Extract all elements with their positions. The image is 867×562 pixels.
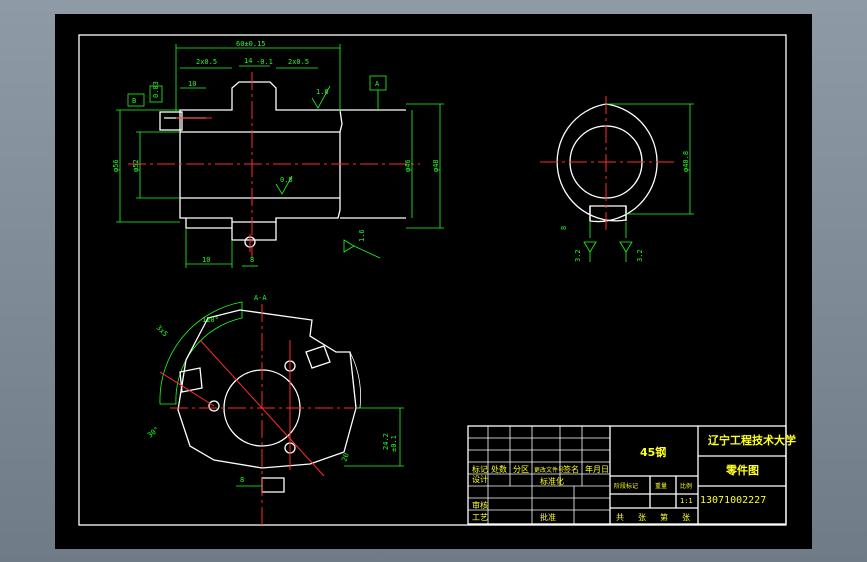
dim-right-chamfer: 2x0.5: [288, 58, 309, 66]
title-label-design: 设计: [472, 474, 488, 484]
scale-label: 比例: [680, 482, 692, 490]
dim-bore-1: φ56: [112, 159, 120, 172]
drawing-number: 13071002227: [700, 495, 766, 506]
title-block: 标记 处数 分区 更改文件号 签名 年月日 设计 标准化 审核 工艺 批准 45…: [467, 425, 796, 525]
datum-b: B: [132, 97, 136, 105]
dim-hub-tolerance: -0.1: [256, 58, 273, 66]
datum-a: A: [375, 80, 380, 88]
sheet-index: 第: [660, 512, 668, 522]
title-label-approve: 批准: [540, 512, 556, 522]
title-label-review: 审核: [472, 500, 488, 510]
dim-bore-4: φ48: [432, 159, 440, 172]
dim-bottom-mid: 8: [250, 256, 254, 264]
dim-angle-120: 120°: [202, 316, 219, 324]
scale-value: 1:1: [680, 497, 693, 505]
title-label-zone: 分区: [513, 465, 529, 474]
sheet-total: 共: [616, 513, 624, 522]
dim-left-offset: 10: [188, 80, 196, 88]
dim-section-height-tol: ±0.1: [390, 435, 398, 452]
rough-end-right: 3.2: [636, 249, 644, 262]
title-label-mark: 标记: [472, 464, 488, 474]
section-view: A-A 120° 3x5 30° 20 24.2 ±0.1 8: [146, 294, 404, 526]
rough-top: 1.6: [316, 88, 329, 96]
school-name: 辽宁工程技术大学: [708, 433, 796, 447]
dim-side: 20: [340, 452, 350, 463]
dim-overall-length: 60±0.15: [236, 40, 266, 48]
sheet-total-unit: 张: [638, 513, 646, 522]
drawing-sheet: [55, 14, 812, 549]
dim-angle-30: 30°: [146, 425, 161, 439]
weight-label: 重量: [655, 482, 667, 490]
dim-hub-width: 14: [244, 57, 252, 65]
dim-end-key: 8: [560, 226, 568, 230]
title-label-count: 处数: [491, 464, 507, 474]
dim-holes: 3x5: [155, 324, 170, 339]
dim-end-outer: φ40.8: [682, 151, 690, 172]
section-label: A-A: [254, 294, 267, 302]
title-label-change: 更改文件号: [534, 466, 564, 474]
dim-bore-2: φ52: [132, 159, 140, 172]
dim-section-bottom: 8: [240, 476, 244, 484]
dim-bore-3: φ46: [404, 159, 412, 172]
material: 45钢: [640, 445, 666, 459]
drawing-frame: [78, 34, 787, 526]
drawing-name: 零件图: [725, 463, 759, 477]
sheet-index-unit: 张: [682, 513, 690, 522]
title-label-standard: 标准化: [540, 476, 564, 486]
end-view: φ40.8 8 3.2 3.2: [540, 96, 694, 262]
dim-bottom-left: 10: [202, 256, 210, 264]
tol-left: 0.03: [152, 81, 160, 98]
front-view: 60±0.15 2x0.5 14 -0.1 2x0.5 10 B A 0.03 …: [112, 40, 444, 268]
stage-label: 阶段标记: [614, 482, 638, 490]
title-label-process: 工艺: [472, 513, 488, 522]
title-label-sign: 签名: [563, 464, 579, 474]
rough-right: 1.6: [358, 229, 366, 242]
dim-section-height: 24.2: [382, 433, 390, 450]
dim-left-chamfer: 2x0.5: [196, 58, 217, 66]
rough-end-left: 3.2: [574, 249, 582, 262]
title-label-date: 年月日: [585, 464, 609, 474]
rough-inner: 0.8: [280, 176, 293, 184]
